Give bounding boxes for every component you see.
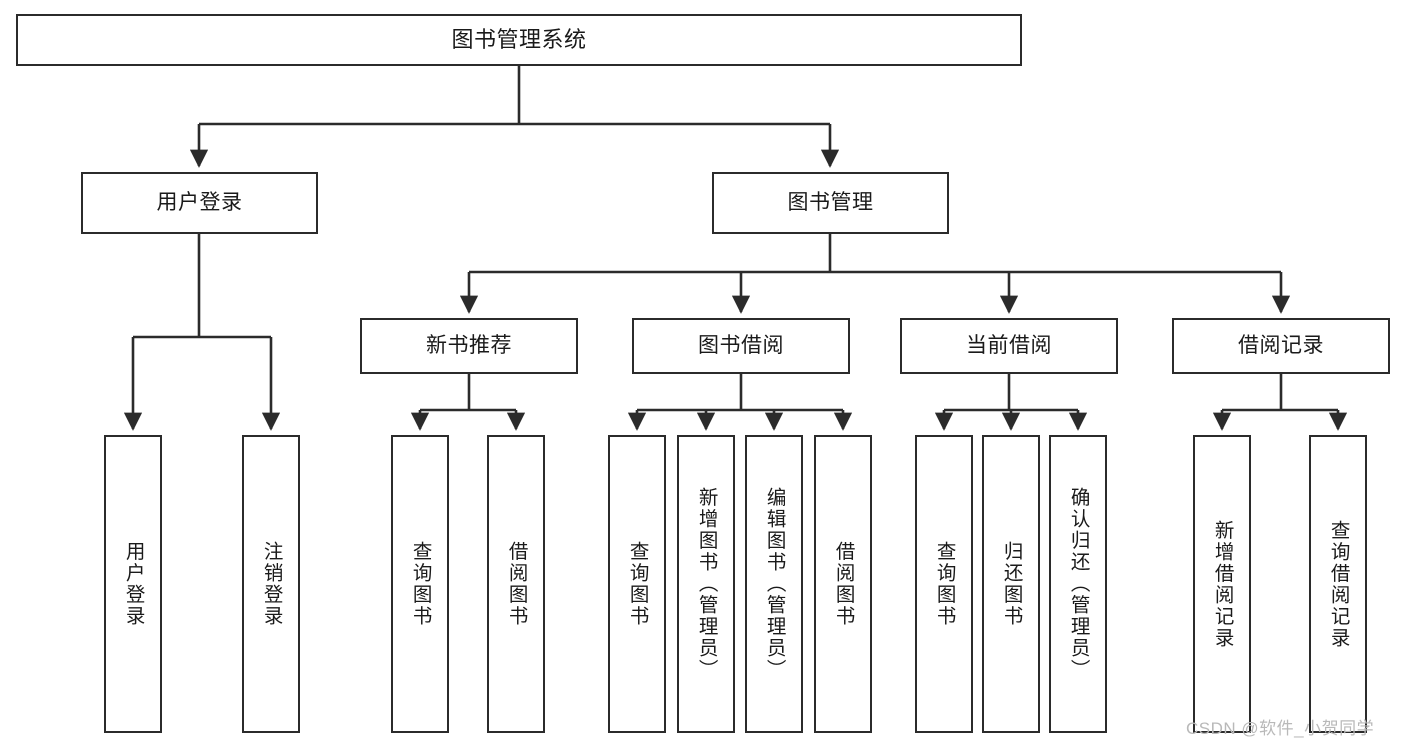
node-book-borrowing[interactable]: 图书借阅 xyxy=(632,318,850,374)
node-current-borrowing[interactable]: 当前借阅 xyxy=(900,318,1118,374)
leaf-user-login-logout[interactable]: 注销登录 xyxy=(242,435,300,733)
node-book-management[interactable]: 图书管理 xyxy=(712,172,949,234)
node-label: 注销登录 xyxy=(260,541,283,627)
leaf-current-borrow-return-book[interactable]: 归还图书 xyxy=(982,435,1040,733)
leaf-new-book-query-book[interactable]: 查询图书 xyxy=(391,435,449,733)
node-new-book-recommendation[interactable]: 新书推荐 xyxy=(360,318,578,374)
node-label: 新增借阅记录 xyxy=(1211,519,1234,649)
leaf-book-borrow-add-book-admin[interactable]: 新增图书（管理员） xyxy=(677,435,735,733)
node-borrowing-record[interactable]: 借阅记录 xyxy=(1172,318,1390,374)
node-label: 借阅记录 xyxy=(1238,334,1324,358)
node-label: 借阅图书 xyxy=(832,541,855,627)
node-label: 图书管理系统 xyxy=(451,26,587,52)
node-label: 查询图书 xyxy=(626,541,649,627)
node-label: 用户登录 xyxy=(156,191,243,215)
leaf-new-book-borrow-book[interactable]: 借阅图书 xyxy=(487,435,545,733)
node-label: 图书借阅 xyxy=(698,334,784,358)
csdn-watermark: CSDN @软件_小贺同学 xyxy=(1186,719,1375,738)
node-label: 查询图书 xyxy=(409,541,432,627)
node-label: 编辑图书（管理员） xyxy=(763,487,786,681)
node-label: 用户登录 xyxy=(122,541,145,627)
node-label: 新增图书（管理员） xyxy=(695,487,718,681)
node-label: 查询借阅记录 xyxy=(1327,519,1350,649)
leaf-user-login-login[interactable]: 用户登录 xyxy=(104,435,162,733)
node-user-login[interactable]: 用户登录 xyxy=(81,172,318,234)
leaf-book-borrow-edit-book-admin[interactable]: 编辑图书（管理员） xyxy=(745,435,803,733)
leaf-book-borrow-query-book[interactable]: 查询图书 xyxy=(608,435,666,733)
node-label: 新书推荐 xyxy=(426,334,512,358)
node-label: 查询图书 xyxy=(933,541,956,627)
node-root-book-management-system[interactable]: 图书管理系统 xyxy=(16,14,1022,66)
leaf-borrow-record-add-record[interactable]: 新增借阅记录 xyxy=(1193,435,1251,733)
node-label: 借阅图书 xyxy=(505,541,528,627)
leaf-book-borrow-borrow-book[interactable]: 借阅图书 xyxy=(814,435,872,733)
node-label: 当前借阅 xyxy=(966,334,1052,358)
node-label: 图书管理 xyxy=(787,191,874,215)
node-label: 确认归还（管理员） xyxy=(1067,487,1090,681)
node-label: 归还图书 xyxy=(1000,541,1023,627)
leaf-current-borrow-confirm-return-admin[interactable]: 确认归还（管理员） xyxy=(1049,435,1107,733)
leaf-borrow-record-query-record[interactable]: 查询借阅记录 xyxy=(1309,435,1367,733)
leaf-current-borrow-query-book[interactable]: 查询图书 xyxy=(915,435,973,733)
